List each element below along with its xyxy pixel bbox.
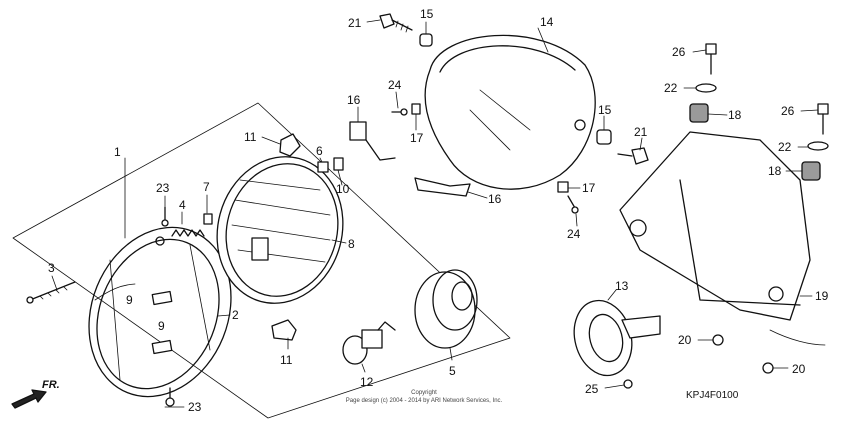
leader-lines <box>51 19 819 408</box>
callout-23-lower: 23 <box>188 400 202 414</box>
callout-3: 3 <box>48 261 55 275</box>
front-arrow-label: FR. <box>42 379 60 391</box>
callout-18-upper: 18 <box>728 108 742 122</box>
socket-5 <box>414 269 478 349</box>
callout-11-upper: 11 <box>244 130 257 144</box>
bolt-24-bottom <box>567 195 579 214</box>
callout-23-upper: 23 <box>156 181 170 195</box>
headlight-unit <box>216 156 344 304</box>
copyright-line-2: Page design (c) 2004 - 2014 by ARI Netwo… <box>346 398 503 404</box>
callout-4: 4 <box>179 198 186 212</box>
collar-15-right <box>596 129 612 145</box>
callout-8: 8 <box>348 237 355 251</box>
callout-12: 12 <box>360 375 374 389</box>
callout-21-right: 21 <box>634 125 648 139</box>
callout-1: 1 <box>114 145 121 159</box>
bolt-21-right <box>617 147 649 165</box>
washer-22-right <box>807 141 829 151</box>
diagram-code: KPJ4F0100 <box>686 390 739 401</box>
clip-11-bottom <box>271 319 297 341</box>
bolt-26-top <box>705 43 717 75</box>
bolt-20-right <box>762 362 774 374</box>
callout-11-lower: 11 <box>280 353 293 367</box>
callout-20-right: 20 <box>792 362 806 376</box>
headlight-case-14 <box>424 34 596 190</box>
copyright-line-1: Copyright <box>411 390 437 396</box>
callout-19: 19 <box>815 289 829 303</box>
clip-11-top <box>279 133 301 157</box>
horn-13 <box>573 299 661 389</box>
callout-25: 25 <box>585 382 599 396</box>
front-arrow: FR. <box>11 379 60 409</box>
callout-9-lower: 9 <box>158 319 165 333</box>
nut-7 <box>203 213 213 225</box>
nut-17-top <box>411 103 421 115</box>
callout-16-top: 16 <box>347 93 361 107</box>
callout-15-top: 15 <box>420 7 434 21</box>
callout-2: 2 <box>232 308 239 322</box>
bolt-20-left <box>712 334 724 346</box>
collar-15-top <box>419 33 433 47</box>
part-10 <box>333 157 344 171</box>
screw-3 <box>26 281 76 304</box>
callout-17-bottom: 17 <box>582 181 596 195</box>
callout-13: 13 <box>615 279 629 293</box>
bolt-24-top <box>391 108 408 116</box>
connector-16-bottom <box>414 177 471 197</box>
bolt-21-top <box>379 13 413 33</box>
callout-7: 7 <box>203 180 210 194</box>
callout-15-right: 15 <box>598 103 612 117</box>
callout-10: 10 <box>336 182 350 196</box>
callout-20-left: 20 <box>678 333 692 347</box>
callout-17-top: 17 <box>410 131 424 145</box>
callout-26-top: 26 <box>672 45 686 59</box>
headlight-rim <box>88 226 232 398</box>
callout-22-right: 22 <box>778 140 792 154</box>
callout-14: 14 <box>540 15 554 29</box>
callout-9-upper: 9 <box>126 293 133 307</box>
bolt-23-bottom <box>165 387 175 407</box>
callout-18-right: 18 <box>768 164 782 178</box>
callout-21-top: 21 <box>348 16 362 30</box>
callout-5: 5 <box>449 364 456 378</box>
bolt-26-right <box>817 103 829 135</box>
callout-16-bottom: 16 <box>488 192 502 206</box>
grommet-18-top <box>689 103 709 123</box>
callout-22-upper: 22 <box>664 81 678 95</box>
callout-6: 6 <box>316 144 323 158</box>
bulb-12 <box>342 321 396 365</box>
part-6 <box>317 161 329 173</box>
grommet-18-right <box>801 161 821 181</box>
callout-24-top: 24 <box>388 78 402 92</box>
assembly-outline <box>12 102 511 419</box>
callout-24-bottom: 24 <box>567 227 581 241</box>
callout-26-right: 26 <box>781 104 795 118</box>
nut-17-bottom <box>557 181 569 193</box>
washer-22-top <box>695 83 717 93</box>
spring-4 <box>171 229 205 237</box>
bracket-19 <box>619 131 826 346</box>
bolt-23-top <box>161 206 169 227</box>
connector-16-top <box>349 121 396 161</box>
